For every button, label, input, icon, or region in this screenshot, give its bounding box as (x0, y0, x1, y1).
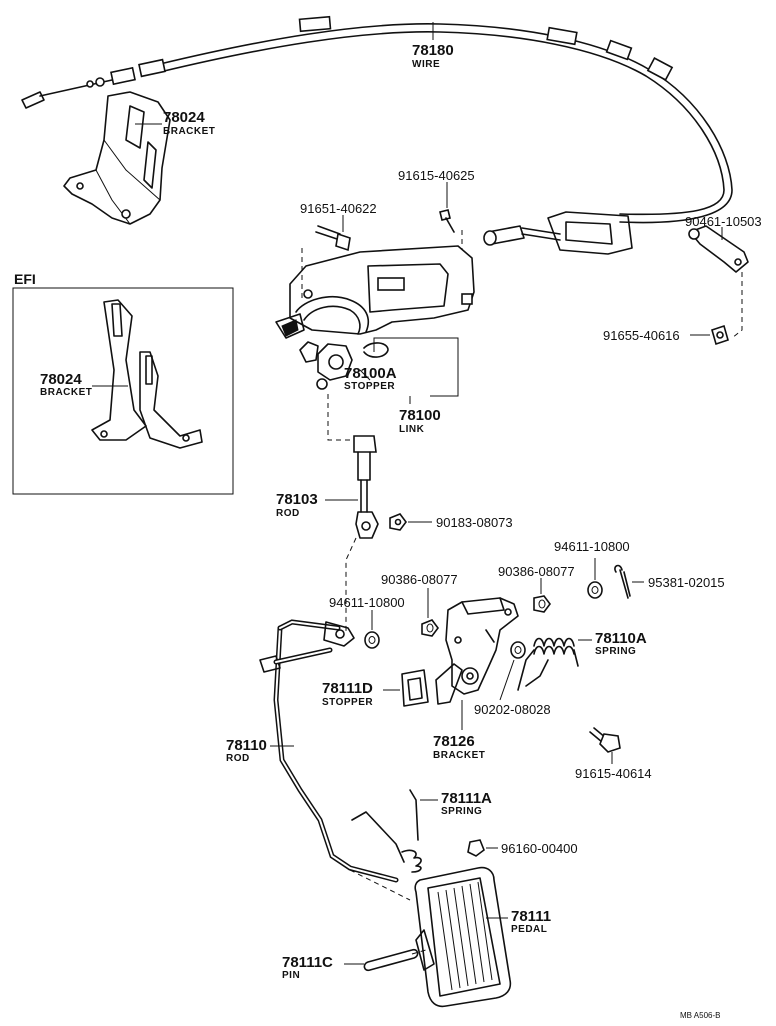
label-91655-40616: 91655-40616 (603, 328, 680, 343)
label-78103-name: ROD (276, 508, 300, 519)
stopper-78111d (401, 663, 463, 707)
label-78110a-name: SPRING (595, 646, 636, 657)
spring-78111a (351, 789, 422, 873)
pedal-78111 (414, 866, 512, 1008)
label-78110-number: 78110 (226, 737, 267, 754)
efi-box-label: EFI (14, 271, 36, 287)
label-90386-08077-right: 90386-08077 (498, 564, 575, 579)
rod-78103 (353, 435, 379, 539)
nut-90386-left (421, 619, 439, 637)
label-78100-number: 78100 (399, 407, 441, 424)
cotter-pin-95381 (614, 564, 631, 599)
nut-90183 (389, 513, 407, 531)
label-78180-name: WIRE (412, 59, 440, 70)
label-96160-00400: 96160-00400 (501, 841, 578, 856)
label-78111a-number: 78111A (441, 790, 492, 807)
label-91651-40622: 91651-40622 (300, 201, 377, 216)
label-90386-08077-left: 90386-08077 (381, 572, 458, 587)
label-78180-number: 78180 (412, 42, 454, 59)
drawing-reference: MB A506-B (680, 1011, 720, 1020)
label-78111-number: 78111 (511, 908, 551, 925)
nut-90386-right (533, 595, 551, 613)
label-95381-02015: 95381-02015 (648, 575, 725, 590)
bolt-91615-40614 (589, 727, 621, 753)
nut-96160 (467, 839, 485, 857)
label-91615-40614: 91615-40614 (575, 766, 652, 781)
label-90461-10503: 90461-10503 (685, 214, 762, 229)
efi-variant-box (12, 287, 234, 495)
nut-91655 (711, 324, 729, 346)
label-94611-10800-right: 94611-10800 (554, 539, 630, 554)
label-78126-name: BRACKET (433, 750, 485, 761)
label-78111c-name: PIN (282, 970, 300, 981)
bracket-78024-efi (91, 299, 203, 449)
label-90202-08028: 90202-08028 (474, 702, 551, 717)
label-78111c-number: 78111C (282, 954, 333, 971)
wire-78180 (21, 15, 733, 224)
label-78126-number: 78126 (433, 733, 475, 750)
label-78024-top-number: 78024 (163, 109, 205, 126)
washer-94611-left (364, 631, 380, 649)
pin-78111c (363, 948, 427, 972)
label-78103-number: 78103 (276, 491, 318, 508)
label-78111d-name: STOPPER (322, 697, 373, 708)
rod-78110 (259, 619, 411, 901)
small-bracket-90461 (688, 225, 749, 339)
bracket-78126 (445, 597, 519, 695)
spring-78110a (517, 637, 579, 691)
label-78111a-name: SPRING (441, 806, 482, 817)
label-78100-name: LINK (399, 424, 425, 435)
washer-94611-right (587, 581, 603, 599)
bracket-78024-top (63, 91, 171, 225)
label-78024-top-name: BRACKET (163, 126, 215, 137)
cable-bracket-clip (483, 211, 633, 255)
link-78100 (275, 230, 475, 390)
label-78110-name: ROD (226, 753, 250, 764)
label-78100a-name: STOPPER (344, 381, 395, 392)
label-78024-efi-number: 78024 (40, 371, 82, 388)
label-78100a-number: 78100A (344, 365, 397, 382)
label-78111-name: PEDAL (511, 924, 547, 935)
label-90183-08073: 90183-08073 (436, 515, 513, 530)
label-94611-10800-left: 94611-10800 (329, 595, 405, 610)
bolt-91615-40625 (439, 209, 455, 233)
label-78110a-number: 78110A (595, 630, 647, 647)
label-78111d-number: 78111D (322, 680, 373, 697)
bolt-91651 (315, 225, 351, 252)
washer-90202 (510, 641, 526, 659)
label-91615-40625: 91615-40625 (398, 168, 475, 183)
label-78024-efi-name: BRACKET (40, 387, 92, 398)
